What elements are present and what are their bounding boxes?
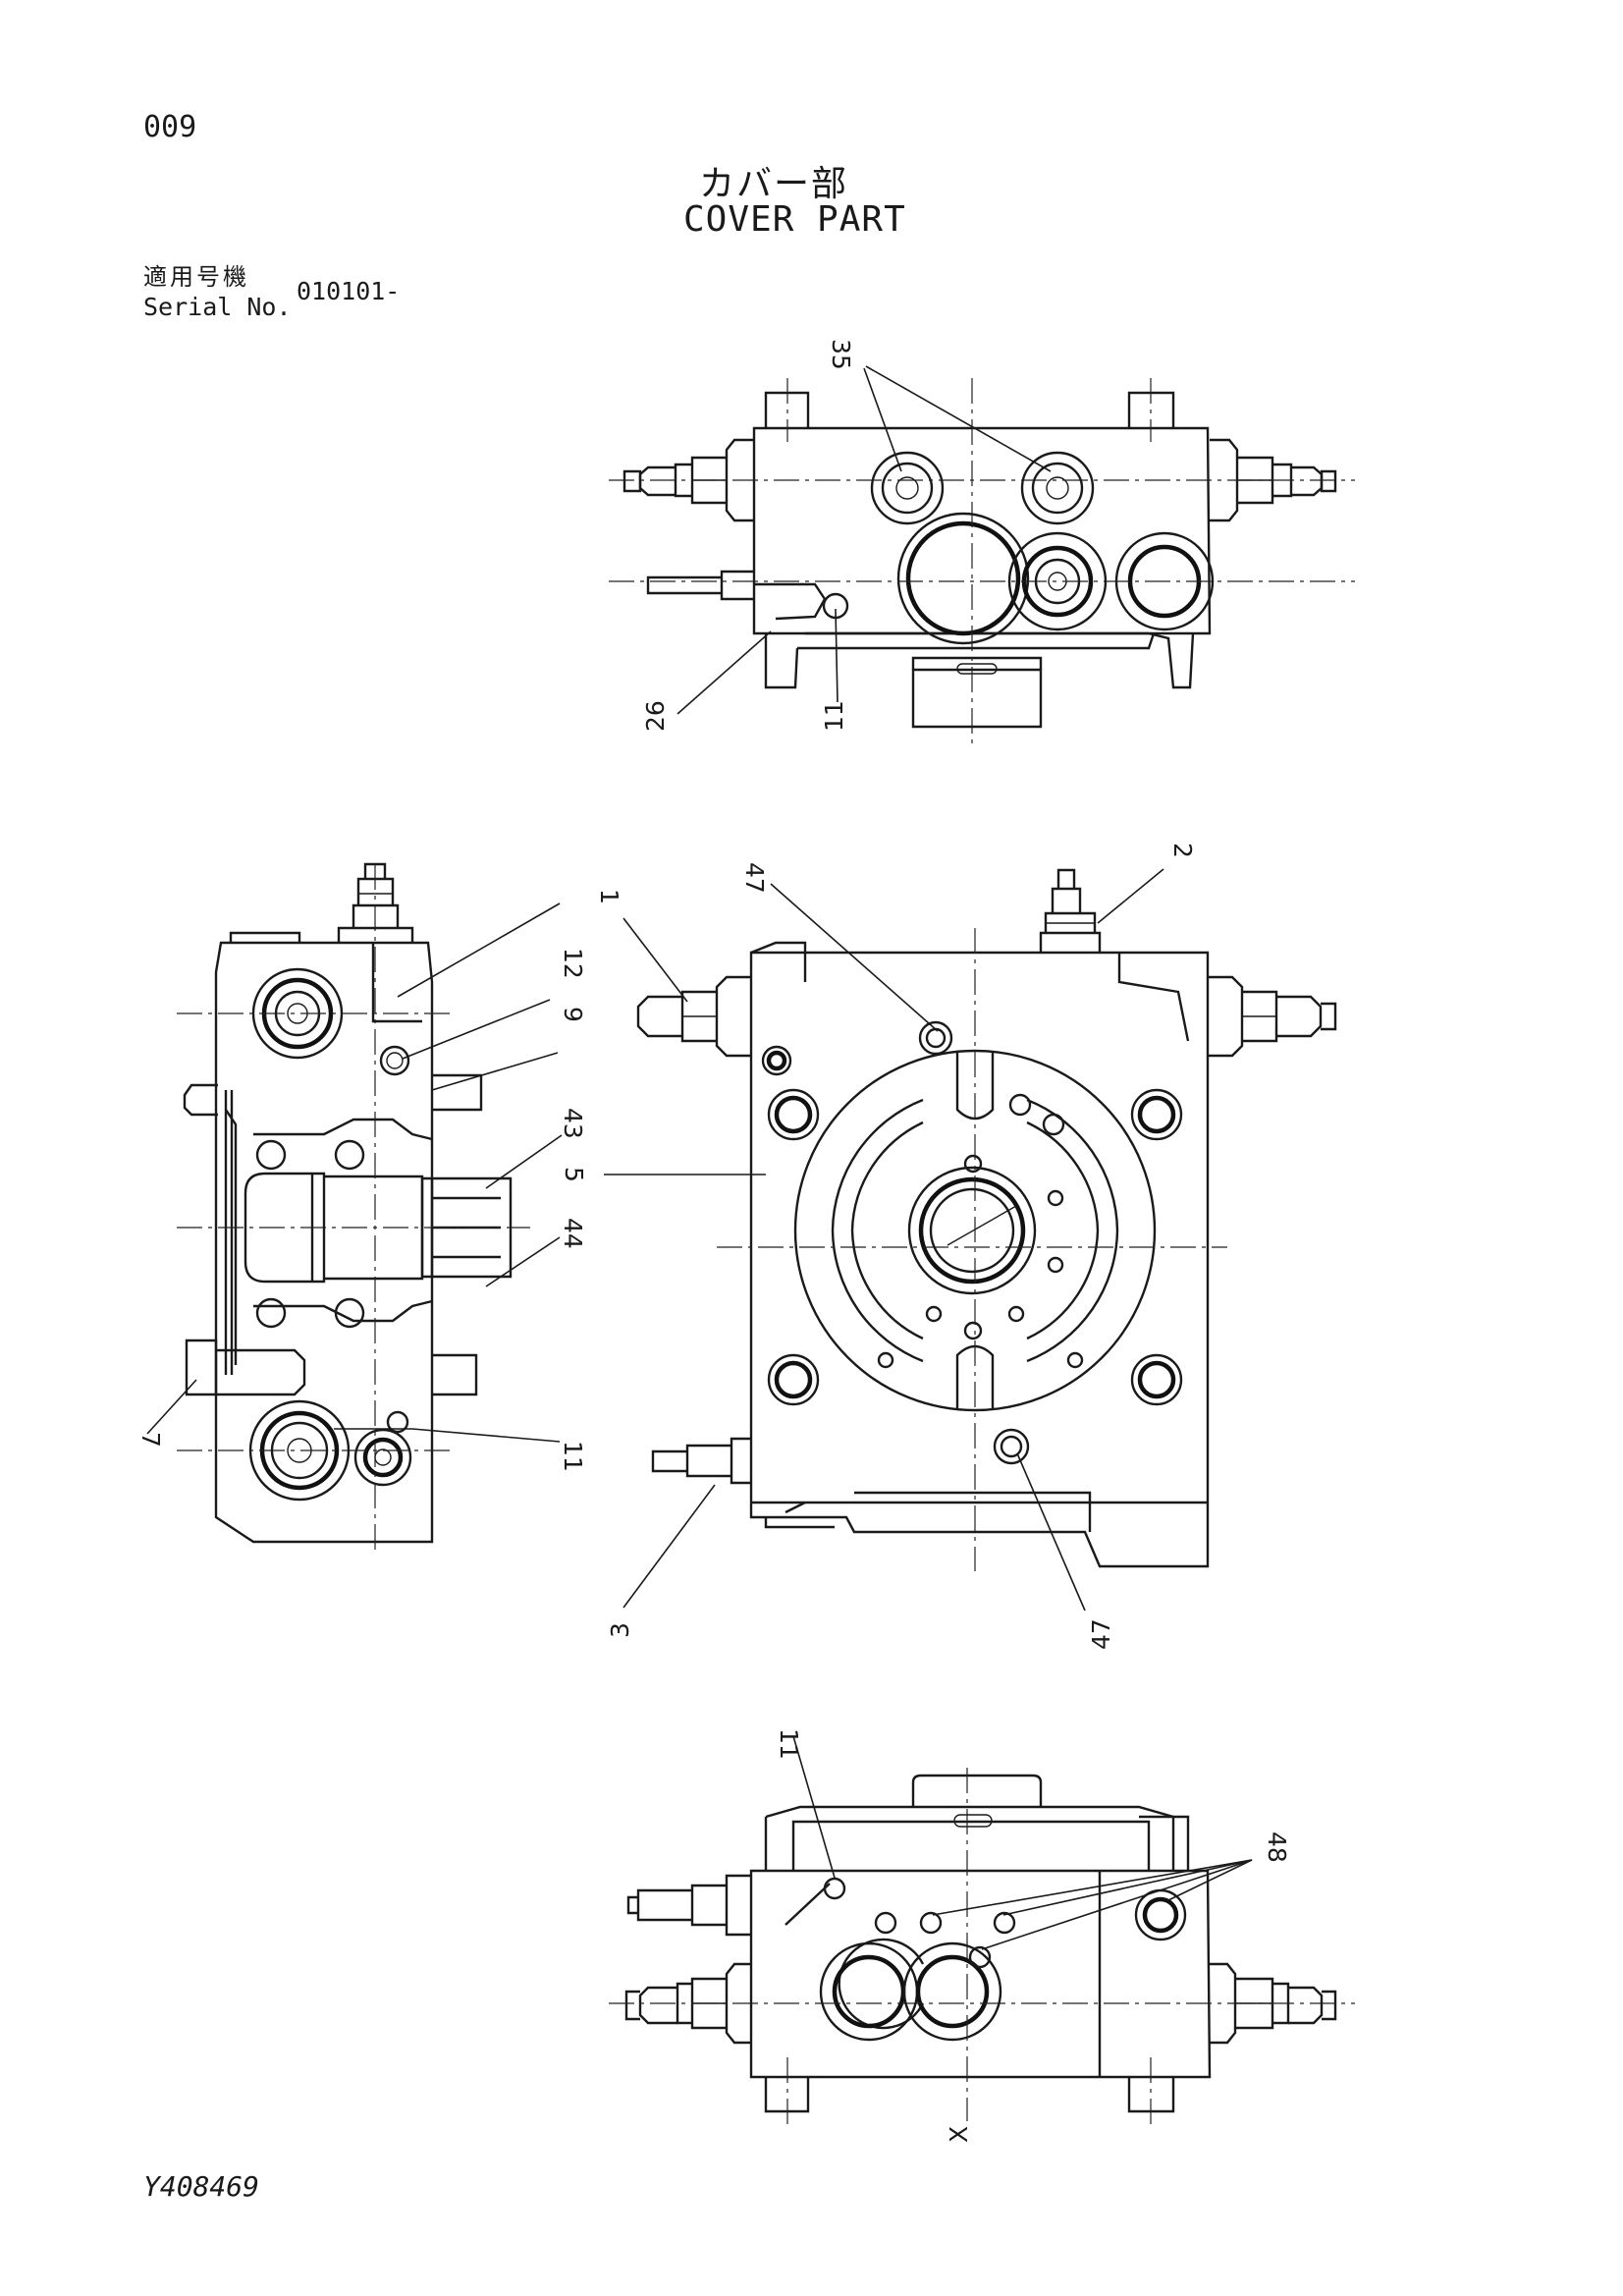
section-mark-x: X (945, 2126, 973, 2143)
side-view (177, 862, 530, 1552)
callout-11-top: 11 (820, 700, 848, 732)
callout-48: 48 (1263, 1831, 1291, 1863)
callout-47-lower: 47 (1087, 1618, 1115, 1650)
callout-9: 9 (559, 1007, 587, 1022)
page-number: 009 (143, 110, 197, 144)
drawing-number: Y408469 (143, 2170, 260, 2203)
callout-11-bottom: 11 (775, 1728, 803, 1760)
callout-numbers: 35 26 11 12 9 43 44 11 7 47 1 2 5 3 47 1… (136, 339, 1291, 2143)
serial-label-english: Serial No. (143, 293, 292, 321)
callout-26: 26 (641, 700, 670, 732)
page-title-english: COVER PART (683, 199, 906, 240)
callout-11-side: 11 (559, 1441, 587, 1472)
callout-1: 1 (595, 889, 623, 904)
callout-7: 7 (136, 1432, 165, 1448)
leader-lines (146, 365, 1253, 1950)
callout-3: 3 (606, 1622, 634, 1638)
page-title-japanese: カバー部 (699, 164, 849, 204)
callout-12: 12 (559, 948, 587, 979)
callout-5: 5 (560, 1167, 588, 1182)
callout-44: 44 (559, 1218, 587, 1249)
callout-2: 2 (1168, 843, 1197, 858)
top-view (609, 378, 1355, 746)
callout-35: 35 (827, 339, 855, 370)
bottom-view (609, 1768, 1355, 2126)
callout-47-upper: 47 (740, 862, 769, 894)
callout-43: 43 (559, 1108, 587, 1139)
serial-label-japanese: 適用号機 (143, 263, 249, 291)
serial-number-value: 010101- (297, 277, 401, 305)
front-view (636, 868, 1337, 1571)
